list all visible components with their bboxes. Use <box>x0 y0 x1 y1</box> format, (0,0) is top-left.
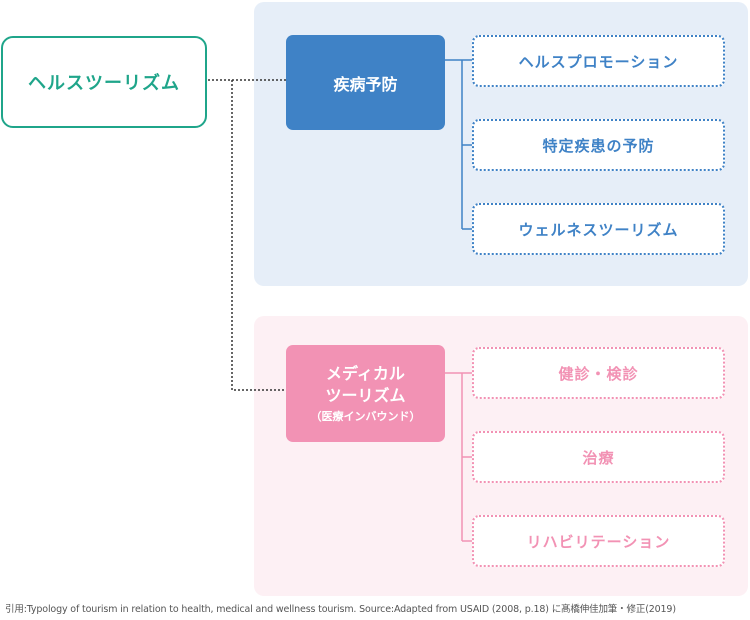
medical-tourism-category: メディカル ツーリズム （医療インバウンド） <box>286 345 445 442</box>
prevention-label: 疾病予防 <box>333 74 398 94</box>
medical-label-line1: メディカル <box>326 363 405 383</box>
item-label: ヘルスプロモーション <box>518 52 679 71</box>
item-label: リハビリテーション <box>526 532 671 551</box>
disease-prevention-category: 疾病予防 <box>286 35 445 130</box>
medical-sublabel: （医療インバウンド） <box>310 409 421 423</box>
item-label: 治療 <box>582 448 615 467</box>
prevention-branch-lines <box>445 59 472 230</box>
item-label: 特定疾患の予防 <box>542 136 655 155</box>
item-label: ウェルネスツーリズム <box>518 220 679 239</box>
treatment-item: 治療 <box>472 431 725 483</box>
health-promotion-item: ヘルスプロモーション <box>472 35 725 87</box>
rehabilitation-item: リハビリテーション <box>472 515 725 567</box>
health-checkup-item: 健診・検診 <box>472 347 725 399</box>
root-label: ヘルスツーリズム <box>28 73 180 94</box>
source-caption: 引用:Typology of tourism in relation to he… <box>5 604 676 615</box>
specific-disease-prevention-item: 特定疾患の予防 <box>472 119 725 171</box>
wellness-tourism-item: ウェルネスツーリズム <box>472 203 725 255</box>
item-label: 健診・検診 <box>558 364 639 383</box>
health-tourism-root: ヘルスツーリズム <box>1 36 207 128</box>
medical-branch-lines <box>445 372 472 542</box>
medical-label-line2: ツーリズム <box>325 385 406 405</box>
root-to-medical-connector <box>231 80 286 391</box>
